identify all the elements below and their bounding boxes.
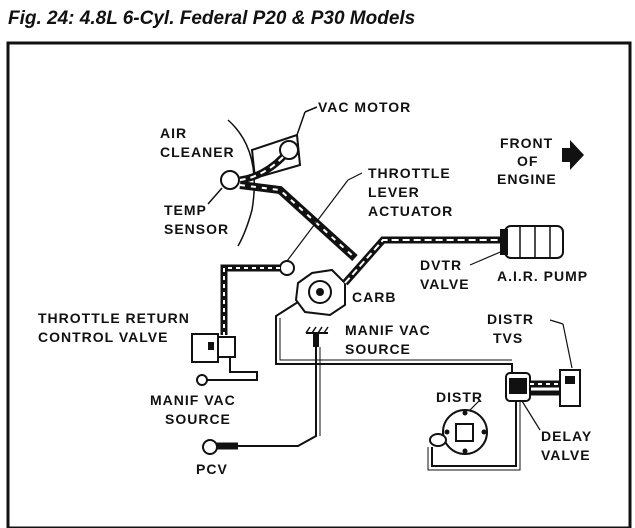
front-arrow-icon (562, 140, 584, 170)
label-delay-1: DELAY (541, 428, 592, 444)
air-pump (469, 225, 564, 266)
figure-title: Fig. 24: 4.8L 6-Cyl. Federal P20 & P30 M… (8, 8, 416, 29)
line-delay-distr (431, 401, 517, 467)
label-front-2: OF (517, 153, 538, 169)
label-manif-vac-src-1: MANIF VAC (345, 322, 431, 338)
label-dvtr-2: VALVE (420, 276, 470, 292)
label-temp-sensor-2: SENSOR (164, 221, 229, 237)
hose-actuator-trcv (220, 264, 280, 335)
label-distr-tvs-2: TVS (493, 330, 523, 346)
label-throttle-lever-3: ACTUATOR (368, 203, 453, 219)
label-air-pump: A.I.R. PUMP (497, 268, 588, 284)
label-delay-2: VALVE (541, 447, 591, 463)
line-carb-tvs (275, 301, 513, 373)
pcv-valve (202, 439, 238, 455)
label-throttle-lever-1: THROTTLE (368, 165, 451, 181)
label-vac-motor: VAC MOTOR (318, 99, 411, 115)
delay-valve (505, 372, 541, 431)
label-temp-sensor-1: TEMP (164, 202, 207, 218)
manif-vac-source-fitting (238, 326, 329, 447)
temp-sensor (207, 170, 240, 205)
diagram-frame (6, 41, 632, 528)
label-dvtr-1: DVTR (420, 257, 462, 273)
label-front-1: FRONT (500, 135, 553, 151)
label-manif-vac-src-2: SOURCE (345, 341, 411, 357)
carburetor (294, 268, 346, 317)
label-carb: CARB (352, 289, 396, 305)
air-cleaner-outline (227, 119, 255, 247)
distributor (429, 399, 488, 455)
label-manif-vac-left-1: MANIF VAC (150, 392, 236, 408)
distributor-tvs (549, 319, 581, 407)
label-front-3: ENGINE (497, 171, 557, 187)
label-distr-tvs-1: DISTR (487, 311, 534, 327)
label-trcv-2: CONTROL VALVE (38, 329, 168, 345)
label-pcv: PCV (196, 461, 228, 477)
label-trcv-1: THROTTLE RETURN (38, 310, 190, 326)
label-air-cleaner-2: CLEANER (160, 144, 235, 160)
label-distr: DISTR (436, 389, 483, 405)
vac-motor (250, 106, 318, 180)
throttle-lever-actuator (279, 172, 363, 276)
throttle-return-control-valve (191, 333, 258, 386)
label-air-cleaner-1: AIR (160, 125, 187, 141)
label-manif-vac-left-2: SOURCE (165, 411, 231, 427)
label-throttle-lever-2: LEVER (368, 184, 420, 200)
